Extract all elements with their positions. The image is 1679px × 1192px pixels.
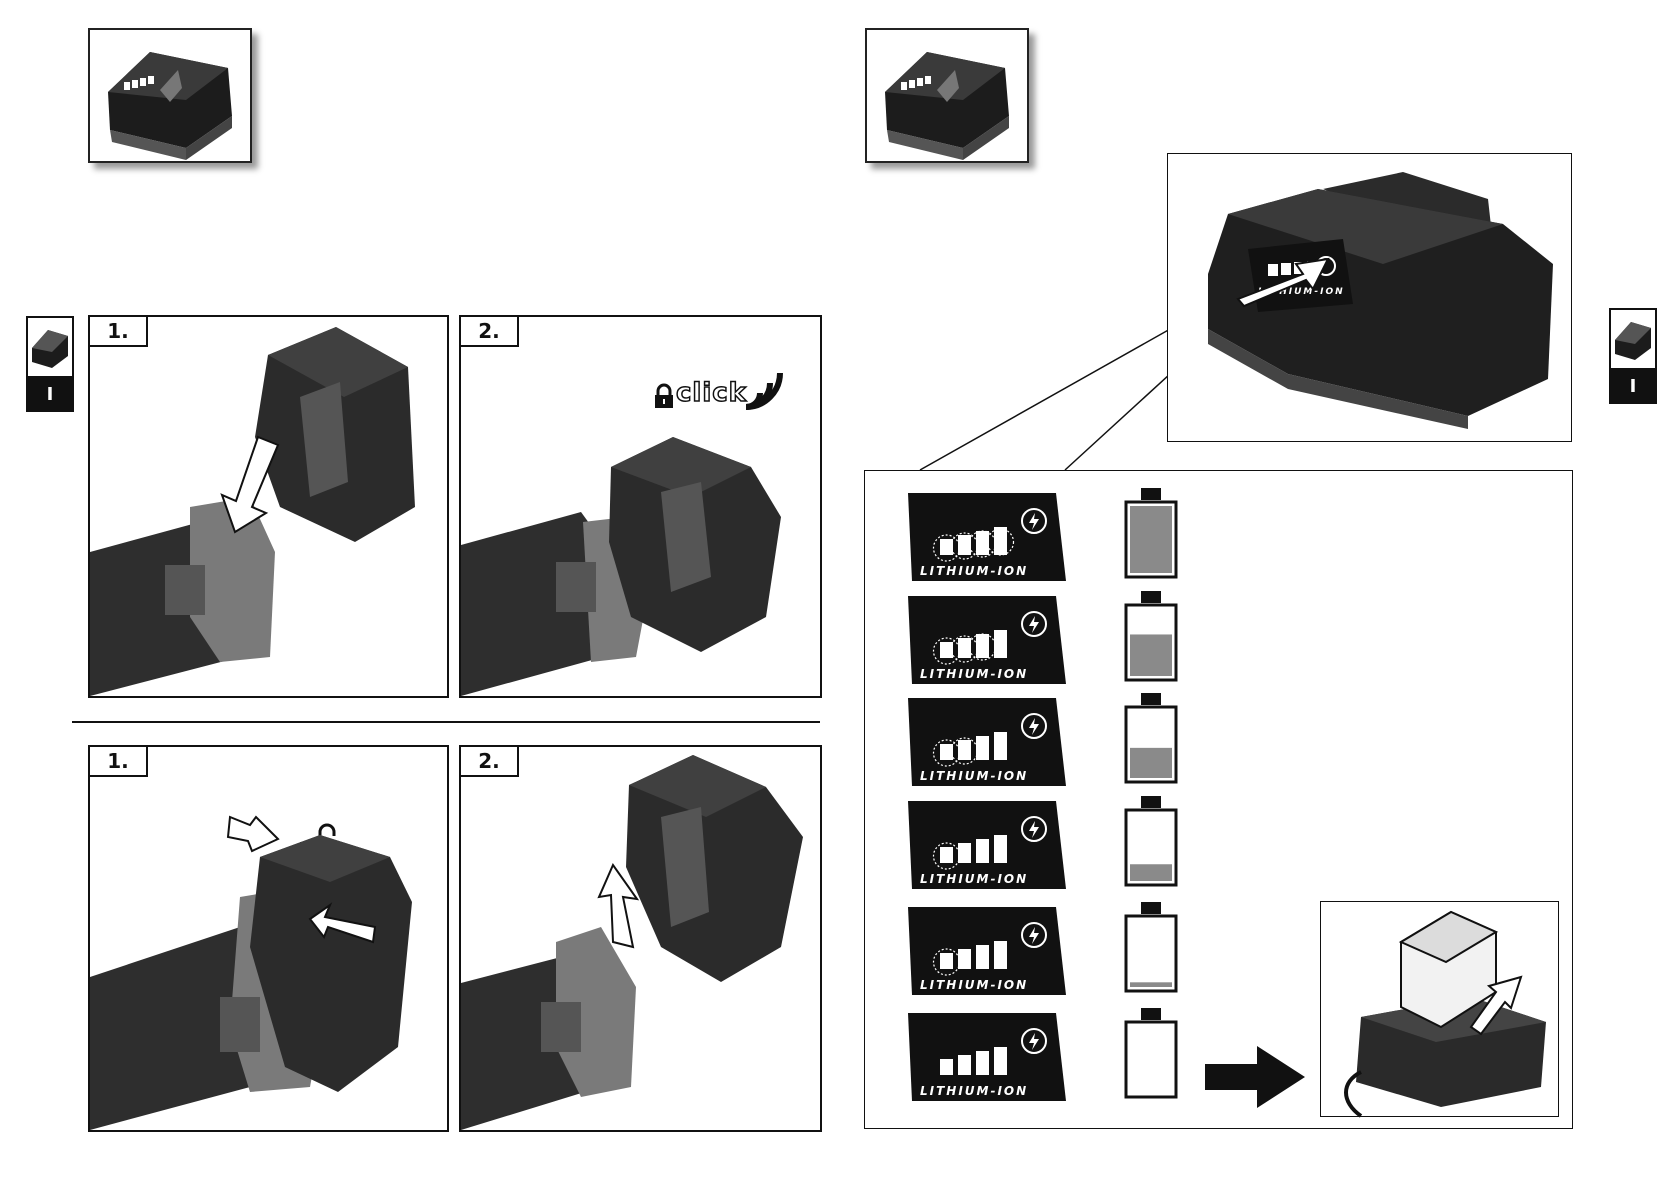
lcd-segment (940, 539, 953, 555)
battery-level-icon (1123, 1008, 1179, 1104)
lcd-segment (958, 638, 971, 658)
battery-level-icon (1123, 693, 1179, 789)
lcd-segment (994, 835, 1007, 863)
lcd-segment (994, 527, 1007, 555)
lcd-segment (976, 531, 989, 555)
lcd-display: LITHIUM-ION (908, 596, 1066, 684)
lcd-segment (994, 630, 1007, 658)
battery-level-icon (1123, 902, 1179, 998)
battery-level-icon (1123, 488, 1179, 584)
lcd-segment (958, 740, 971, 760)
lcd-segment (976, 634, 989, 658)
lcd-segment (994, 732, 1007, 760)
lcd-segment (958, 843, 971, 863)
charge-indicator-panel: LITHIUM-ION LITHIUM-ION LITHIUM-ION LITHIUM… (864, 470, 1573, 1129)
lcd-label: LITHIUM-ION (920, 667, 1028, 681)
lcd-label: LITHIUM-ION (920, 564, 1028, 578)
lcd-segment (940, 1059, 953, 1075)
battery-fuel-gauge-illustration: LITHIUM-ION (1168, 154, 1571, 441)
lcd-display: LITHIUM-ION (908, 493, 1066, 581)
lcd-segment (994, 941, 1007, 969)
lcd-segment (976, 839, 989, 863)
lcd-segment (958, 949, 971, 969)
lcd-display: LITHIUM-ION (908, 1013, 1066, 1101)
lcd-segment (940, 847, 953, 863)
lcd-segment (940, 953, 953, 969)
lcd-display: LITHIUM-ION (908, 801, 1066, 889)
charger-panel (1320, 901, 1559, 1117)
lcd-display: LITHIUM-ION (908, 698, 1066, 786)
battery-closeup-panel: LITHIUM-ION (1167, 153, 1572, 442)
battery-fill (1130, 864, 1172, 881)
lcd-segment (958, 535, 971, 555)
battery-level-icon (1123, 796, 1179, 892)
lcd-segment (976, 945, 989, 969)
battery-fill (1130, 634, 1172, 676)
lcd-segment (940, 744, 953, 760)
charger-illustration (1321, 902, 1558, 1116)
lcd-label: LITHIUM-ION (920, 872, 1028, 886)
lcd-label: LITHIUM-ION (920, 769, 1028, 783)
right-arrow-icon (1205, 1046, 1305, 1108)
battery-level-icon (1123, 591, 1179, 687)
lcd-segment (940, 642, 953, 658)
battery-fill (1130, 748, 1172, 778)
lcd-segment (958, 1055, 971, 1075)
lcd-segment (994, 1047, 1007, 1075)
lcd-label: LITHIUM-ION (920, 1084, 1028, 1098)
battery-fill (1130, 506, 1172, 573)
lcd-label: LITHIUM-ION (920, 978, 1028, 992)
lcd-display: LITHIUM-ION (908, 907, 1066, 995)
battery-fill (1130, 982, 1172, 987)
lcd-segment (976, 1051, 989, 1075)
lcd-segment (976, 736, 989, 760)
